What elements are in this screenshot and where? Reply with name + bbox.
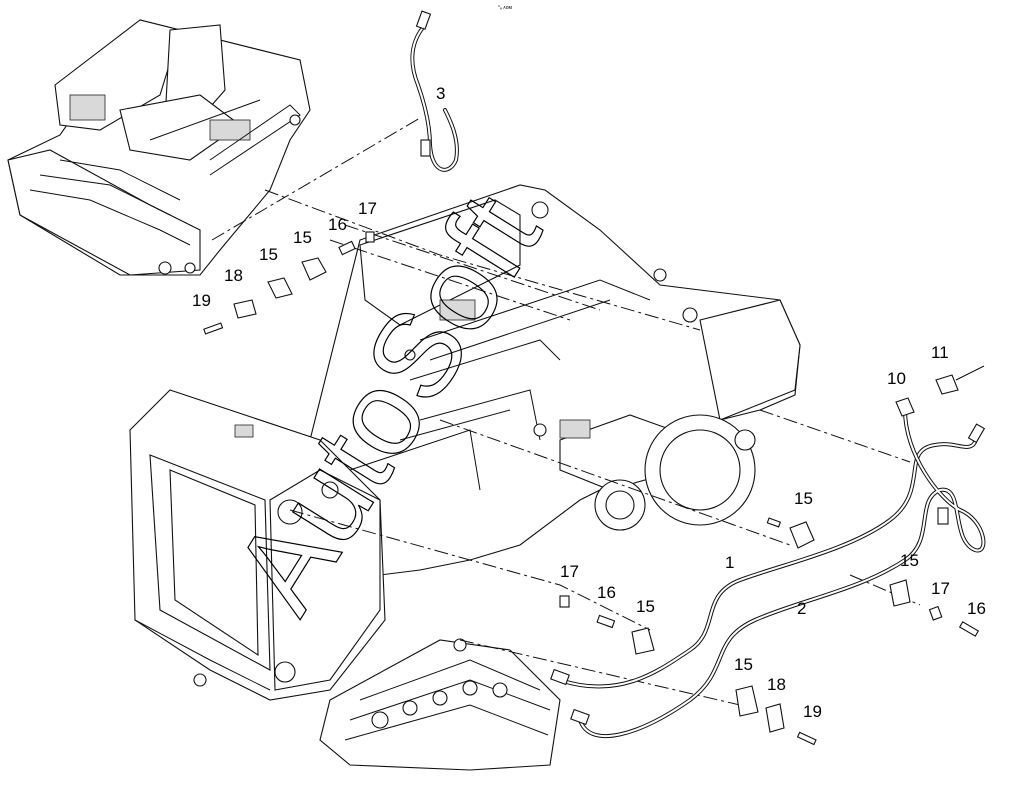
callout-10: 10 bbox=[887, 369, 906, 388]
callout-15: 15 bbox=[794, 489, 813, 508]
part-15-top-a bbox=[267, 277, 293, 299]
callout-19: 19 bbox=[192, 291, 211, 310]
callout-15: 15 bbox=[734, 655, 753, 674]
part-15-low bbox=[735, 685, 759, 717]
part-19-low bbox=[796, 731, 817, 746]
hose-fitting bbox=[967, 423, 986, 444]
part-15-top-b bbox=[301, 257, 327, 281]
part-17-top bbox=[365, 231, 375, 243]
callout-15: 15 bbox=[636, 597, 655, 616]
header-mark: °ₑ ᴀᴏᴍ bbox=[498, 5, 513, 11]
part-15-mid bbox=[766, 517, 815, 549]
callout-15: 15 bbox=[900, 551, 919, 570]
callout-1: 1 bbox=[725, 553, 734, 572]
callout-11: 11 bbox=[931, 343, 949, 362]
callout-2: 2 bbox=[797, 599, 806, 618]
engine bbox=[319, 638, 561, 771]
part-18-low bbox=[765, 703, 785, 733]
callout-15: 15 bbox=[259, 245, 278, 264]
hose-3 bbox=[410, 10, 459, 172]
part-15-right bbox=[889, 579, 911, 607]
callout-17: 17 bbox=[358, 199, 377, 218]
hose-1 bbox=[558, 428, 980, 689]
hose-fitting bbox=[570, 708, 590, 726]
part-11 bbox=[935, 365, 985, 395]
front-frame bbox=[129, 389, 386, 701]
callout-16: 16 bbox=[967, 599, 986, 618]
hose-fitting bbox=[550, 668, 570, 686]
part-15-bot bbox=[631, 627, 655, 655]
part-16-top bbox=[338, 240, 356, 256]
hose-2 bbox=[578, 408, 986, 739]
callout-15: 15 bbox=[293, 228, 312, 247]
callouts: 3 17 16 15 15 18 19 11 10 15 1 15 2 17 1… bbox=[192, 84, 986, 721]
callout-3: 3 bbox=[436, 84, 445, 103]
cab-assembly bbox=[7, 19, 311, 276]
callout-17: 17 bbox=[560, 562, 579, 581]
leader-lines bbox=[211, 117, 921, 706]
part-17-bot bbox=[559, 595, 570, 608]
part-19-top bbox=[203, 322, 224, 335]
callout-19: 19 bbox=[803, 702, 822, 721]
hose-fitting bbox=[937, 507, 949, 525]
callout-17: 17 bbox=[931, 579, 950, 598]
part-16-bot bbox=[596, 614, 616, 629]
callout-16: 16 bbox=[328, 215, 347, 234]
callout-18: 18 bbox=[767, 675, 786, 694]
part-17-right bbox=[928, 605, 943, 621]
part-10 bbox=[895, 397, 915, 417]
main-frame bbox=[299, 184, 801, 576]
part-18-top bbox=[233, 299, 257, 319]
part-16-right bbox=[958, 621, 980, 637]
callout-18: 18 bbox=[224, 266, 243, 285]
callout-16: 16 bbox=[597, 583, 616, 602]
